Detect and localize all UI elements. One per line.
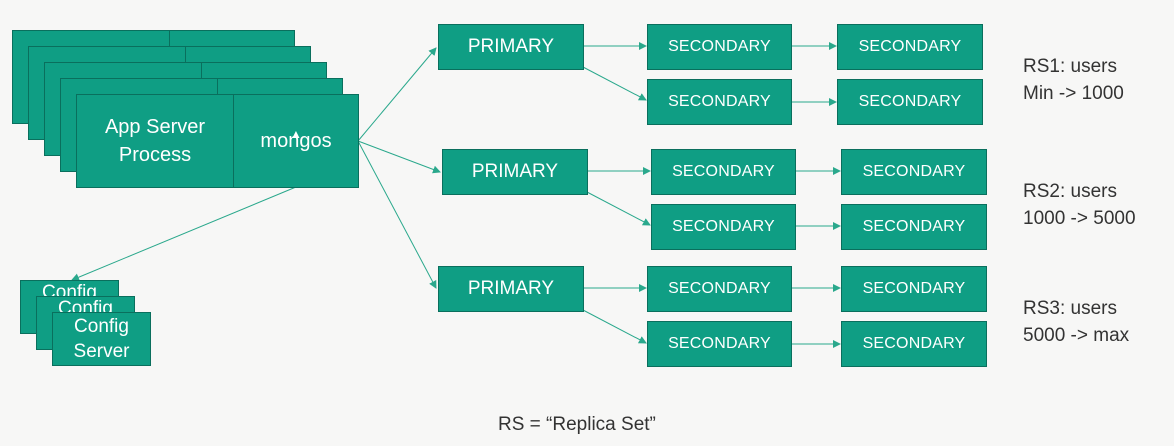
app-server-process-label: App Server Process	[104, 116, 206, 166]
rs3-primary-to-secondary-c-arrow	[582, 309, 647, 344]
mongos-to-rs3-primary-arrow	[357, 140, 437, 289]
rs3-label-line2: 5000 -> max	[1023, 325, 1130, 346]
rs2-secondary-d: SECONDARY	[841, 204, 987, 250]
rs3-secondary-b: SECONDARY	[841, 266, 987, 312]
rs3-secondary-a: SECONDARY	[647, 266, 792, 312]
rs1-primary: PRIMARY	[438, 24, 584, 70]
rs3-primary: PRIMARY	[438, 266, 584, 312]
mongos-to-config-arrow	[71, 186, 297, 282]
rs3-description: RS3: users 5000 -> max	[1023, 295, 1129, 349]
rs2-description: RS2: users 1000 -> 5000	[1023, 178, 1136, 232]
rs1-secondary-d: SECONDARY	[837, 79, 983, 125]
replica-set-footnote: RS = “Replica Set”	[498, 414, 656, 435]
rs2-secondary-b-label: SECONDARY	[862, 163, 966, 180]
app-server-process: App Server Process	[76, 94, 234, 188]
config-server: Config Server	[52, 312, 151, 366]
rs1-secondary-c: SECONDARY	[647, 79, 792, 125]
rs1-secondary-b: SECONDARY	[837, 24, 983, 70]
rs3-label-line1: RS3: users	[1023, 298, 1117, 319]
rs1-label-line2: Min -> 1000	[1023, 83, 1124, 104]
rs2-secondary-d-label: SECONDARY	[862, 218, 966, 235]
mouse-cursor-icon: ▲	[290, 127, 302, 141]
rs1-secondary-b-label: SECONDARY	[858, 38, 962, 55]
rs1-secondary-a-label: SECONDARY	[668, 38, 771, 55]
rs2-label-line1: RS2: users	[1023, 181, 1117, 202]
mongos-to-rs2-primary-arrow	[357, 140, 441, 174]
rs2-secondary-a: SECONDARY	[651, 149, 796, 195]
rs1-secondary-d-label: SECONDARY	[858, 93, 962, 110]
rs2-secondary-c: SECONDARY	[651, 204, 796, 250]
rs1-primary-to-secondary-c-arrow	[582, 66, 647, 101]
rs3-secondary-c: SECONDARY	[647, 321, 792, 367]
rs1-label-line1: RS1: users	[1023, 56, 1117, 77]
rs3-secondary-a-label: SECONDARY	[668, 280, 771, 297]
rs2-primary: PRIMARY	[442, 149, 588, 195]
rs2-primary-label: PRIMARY	[471, 161, 559, 182]
mongos-router: mongos	[233, 94, 359, 188]
rs2-secondary-a-label: SECONDARY	[672, 163, 775, 180]
mongos-label: mongos	[260, 130, 332, 152]
rs1-secondary-a: SECONDARY	[647, 24, 792, 70]
rs3-secondary-d-label: SECONDARY	[862, 335, 966, 352]
rs2-secondary-b: SECONDARY	[841, 149, 987, 195]
rs2-secondary-c-label: SECONDARY	[672, 218, 775, 235]
rs1-secondary-c-label: SECONDARY	[668, 93, 771, 110]
rs3-secondary-c-label: SECONDARY	[668, 335, 771, 352]
mongos-to-rs1-primary-arrow	[357, 47, 437, 142]
rs2-primary-to-secondary-c-arrow	[586, 191, 651, 226]
rs2-label-line2: 1000 -> 5000	[1023, 208, 1136, 229]
rs3-secondary-d: SECONDARY	[841, 321, 987, 367]
rs3-primary-label: PRIMARY	[467, 278, 555, 299]
rs1-description: RS1: users Min -> 1000	[1023, 53, 1124, 107]
config-server-label: Config Server	[73, 316, 130, 362]
rs1-primary-label: PRIMARY	[467, 36, 555, 57]
rs3-secondary-b-label: SECONDARY	[862, 280, 966, 297]
